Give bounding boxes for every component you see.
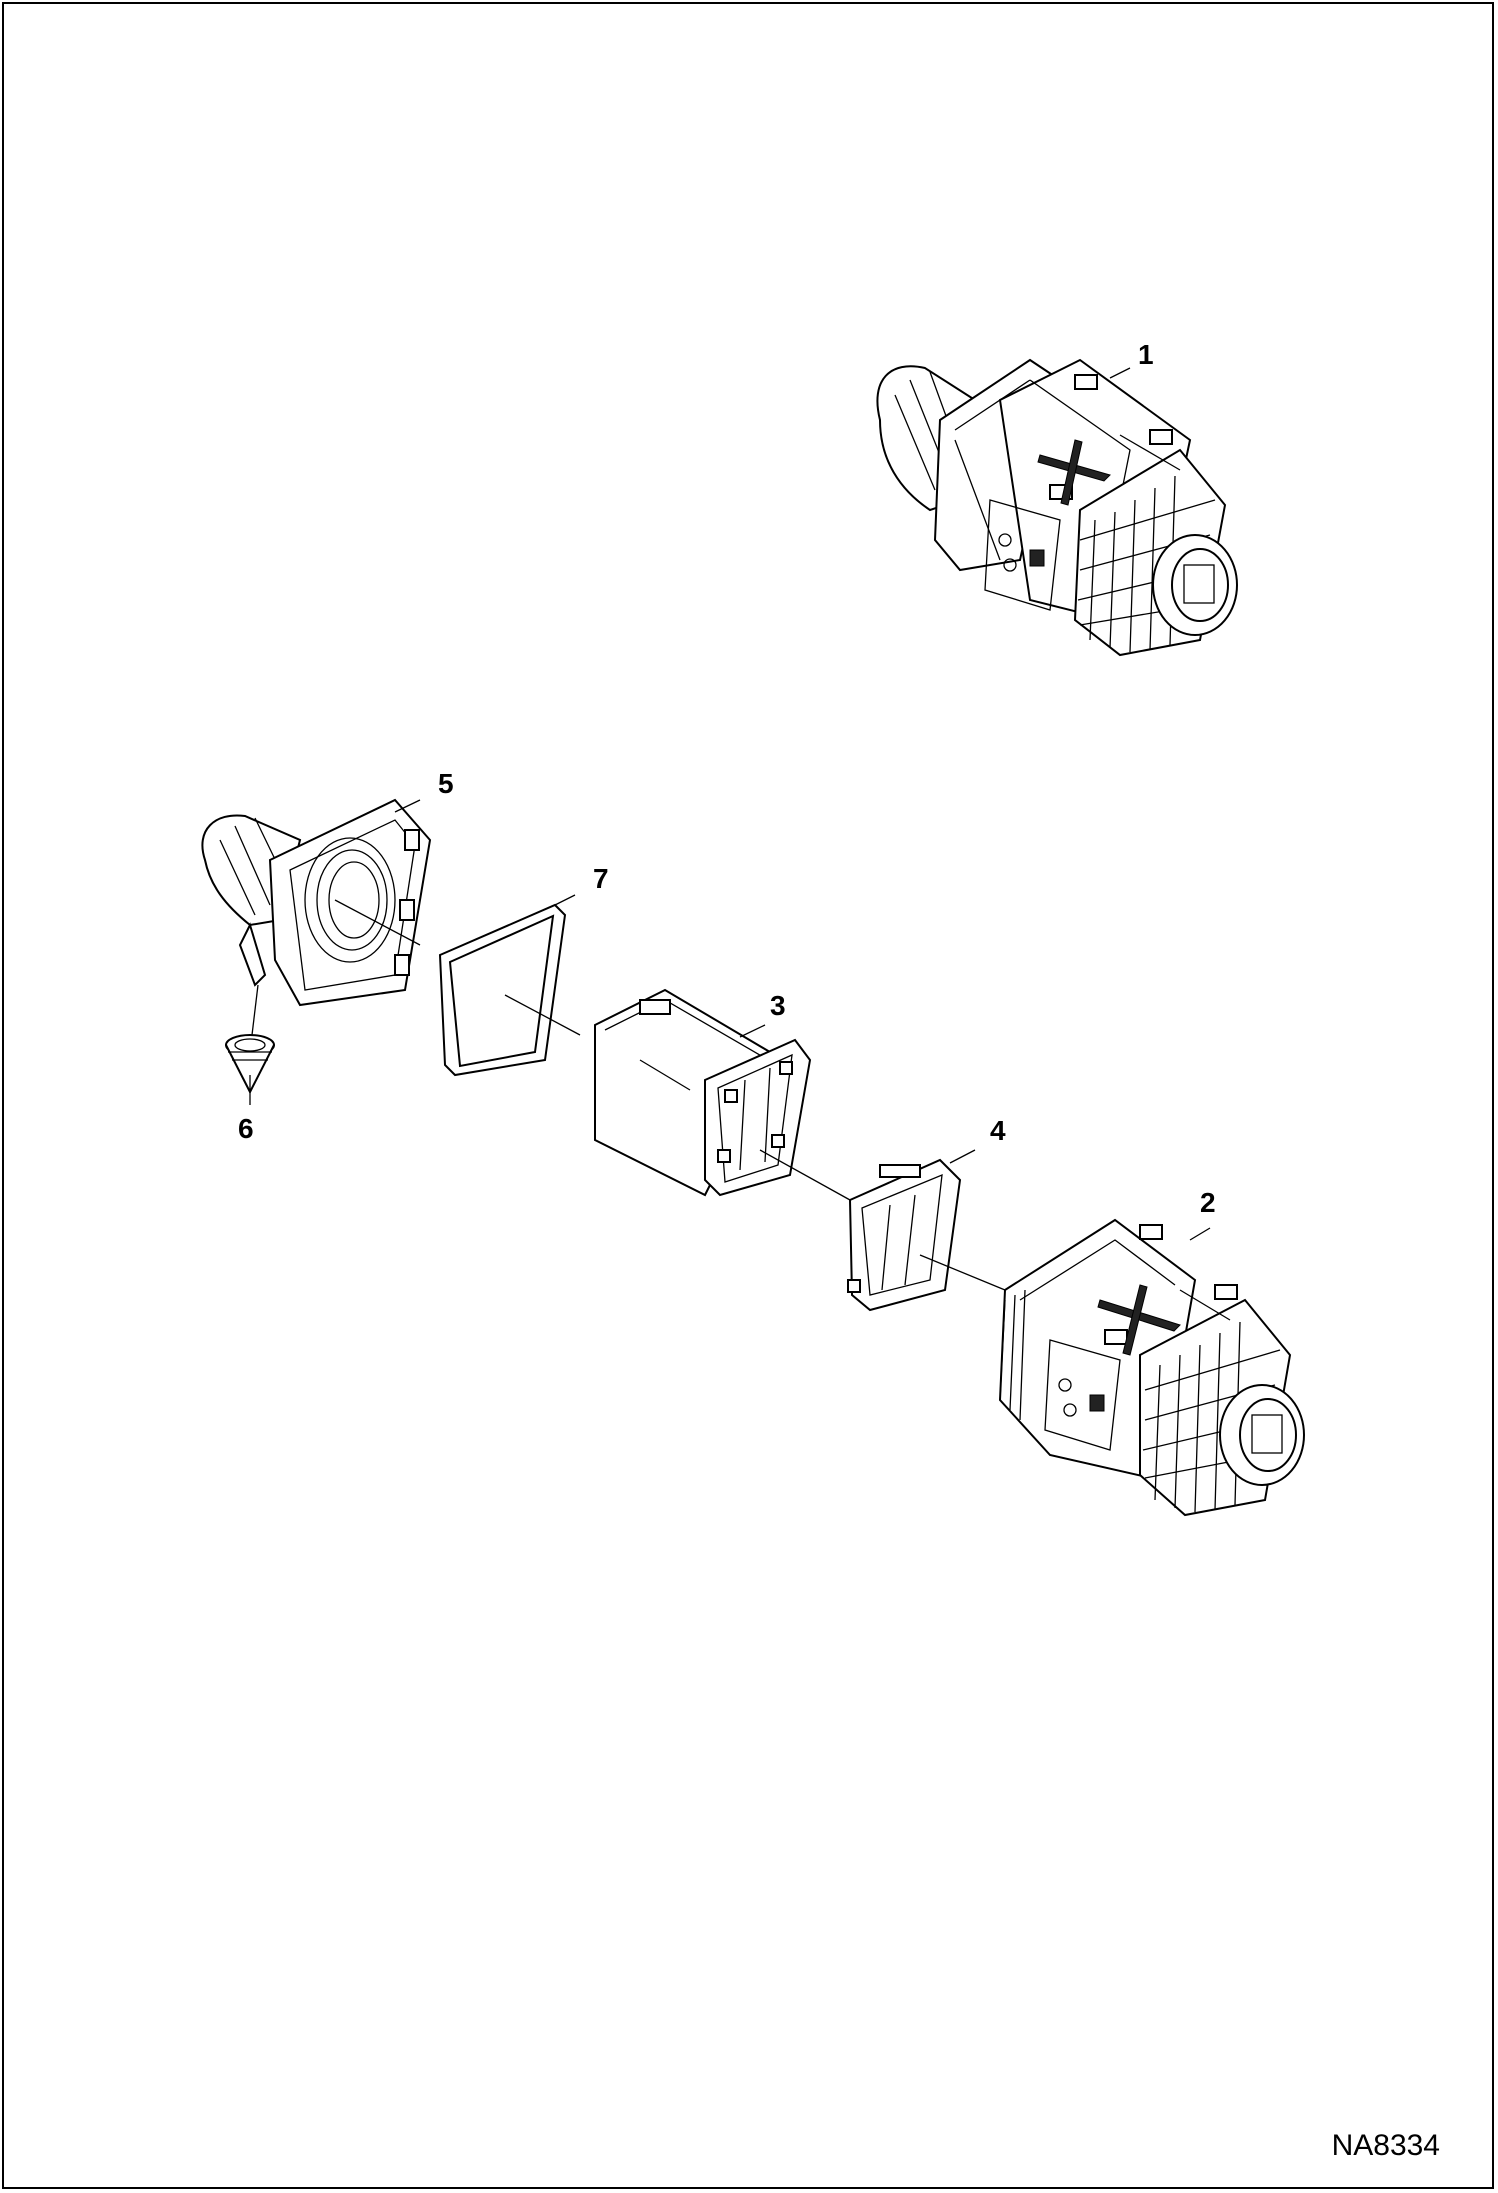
leader-4 xyxy=(949,1149,976,1164)
explode-axis-line xyxy=(639,1059,691,1091)
part-1-air-cleaner-assembly xyxy=(876,358,1238,657)
explode-axis-line xyxy=(334,899,421,946)
part-2-housing-body xyxy=(998,1218,1305,1517)
callout-2: 2 xyxy=(1200,1187,1216,1218)
explode-axis-line xyxy=(1119,434,1181,471)
leader-2 xyxy=(1189,1227,1211,1241)
explode-axis-line xyxy=(1179,1289,1231,1321)
explode-axis-line xyxy=(759,1149,851,1201)
callout-1: 1 xyxy=(1138,339,1154,370)
callout-4: 4 xyxy=(990,1115,1006,1146)
explode-axis-line xyxy=(251,984,259,1036)
callout-5: 5 xyxy=(438,768,454,799)
explode-axis-line xyxy=(919,1254,1006,1291)
leader-3 xyxy=(739,1024,766,1038)
callout-6: 6 xyxy=(238,1113,254,1144)
part-5-housing-cover xyxy=(201,798,432,1007)
leader-lines xyxy=(249,367,1231,1321)
part-4-inner-filter xyxy=(847,1158,962,1312)
part-7-seal-ring xyxy=(438,903,567,1077)
figure-id-label: NA8334 xyxy=(1331,2129,1440,2162)
leader-7 xyxy=(554,894,576,906)
part-3-filter-element xyxy=(594,988,812,1197)
leader-5 xyxy=(394,799,421,813)
callout-3: 3 xyxy=(770,990,786,1021)
leader-1 xyxy=(1109,367,1131,379)
callout-7: 7 xyxy=(593,863,609,894)
explode-axis-line xyxy=(504,994,581,1036)
